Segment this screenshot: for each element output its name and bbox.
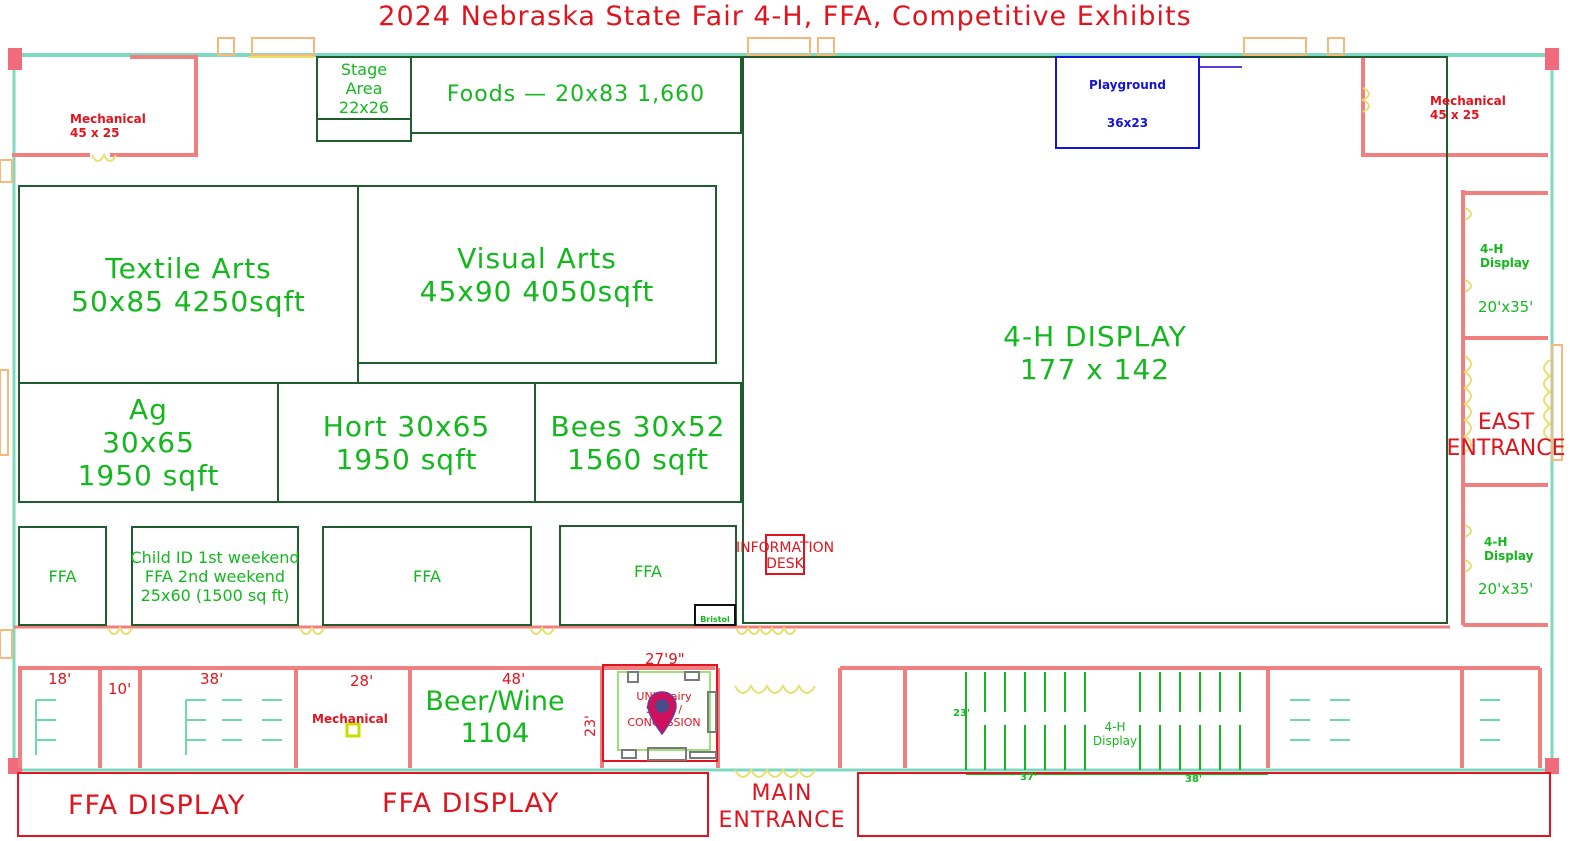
concession-height-dim: 23' [582, 715, 599, 737]
corridor-dim: 10' [108, 680, 132, 698]
mechanical-ne-label: Mechanical 45 x 25 [1430, 94, 1506, 122]
doors [91, 87, 1552, 778]
east-south-outline [857, 772, 1551, 837]
concession-equipment [621, 671, 717, 761]
concession-width-dim: 27'9" [645, 650, 685, 668]
ffa-display-2[interactable]: FFA DISPLAY [382, 788, 560, 819]
east-room-walls [1461, 190, 1548, 627]
east-entrance-label: EAST ENTRANCE [1446, 410, 1566, 461]
mechanical-unit-icon [345, 722, 361, 738]
ffa-display-1[interactable]: FFA DISPLAY [68, 790, 246, 821]
ag-booth[interactable]: Ag 30x65 1950 sqft [18, 382, 279, 503]
ffa-booth-3[interactable]: FFA [559, 525, 737, 626]
stage-area[interactable]: Stage Area 22x26 [316, 56, 412, 120]
fourh-south-height-dim: 23' [953, 708, 970, 719]
restroom-w-dim: 18' [48, 670, 72, 688]
playground-area[interactable]: Playground 36x23 [1055, 56, 1200, 149]
fourh-display-main-label: 4-H DISPLAY 177 x 142 [1003, 320, 1187, 386]
mechanical-s-dim: 28' [350, 672, 374, 690]
location-pin-icon[interactable] [646, 690, 678, 736]
beer-wine-area[interactable]: Beer/Wine 1104 [425, 686, 565, 749]
ffa-booth-1[interactable]: FFA [18, 526, 107, 626]
mechanical-s-label: Mechanical [312, 712, 388, 726]
restroom-stalls [35, 699, 1500, 755]
bristol-booth[interactable]: Bristol [694, 604, 736, 626]
fourh-south-dim-a: 37' [1020, 772, 1037, 783]
nw-mechanical-walls [12, 55, 198, 157]
information-desk[interactable] [765, 534, 805, 575]
ffa-booth-2[interactable]: FFA [322, 526, 532, 626]
east-display-1-size: 20'x35' [1478, 298, 1534, 316]
ne-mechanical-walls [1361, 57, 1548, 157]
north-vestibules [0, 37, 1563, 659]
hort-booth[interactable]: Hort 30x65 1950 sqft [277, 382, 536, 503]
fourh-south-dim-b: 38' [1185, 774, 1202, 785]
fourh-south-display-label: 4-H Display [1092, 720, 1138, 748]
visual-arts-booth[interactable]: Visual Arts 45x90 4050sqft [357, 185, 717, 364]
beer-wine-dim: 48' [502, 670, 526, 688]
east-display-1-label: 4-H Display [1480, 242, 1530, 270]
ffa-display-outline [17, 772, 709, 837]
east-display-2-label: 4-H Display [1484, 535, 1534, 563]
restroom-w2-dim: 38' [200, 670, 224, 688]
main-entrance-label[interactable]: MAIN ENTRANCE [718, 781, 846, 833]
stage-area-lower[interactable] [316, 118, 412, 142]
information-desk-label: INFORMATION DESK [736, 540, 835, 572]
bees-booth[interactable]: Bees 30x52 1560 sqft [534, 382, 742, 503]
map-title: 2024 Nebraska State Fair 4-H, FFA, Compe… [378, 1, 1192, 32]
foods-booth[interactable]: Foods — 20x83 1,660 [410, 56, 742, 134]
south-room-walls [18, 666, 1542, 768]
child-id-booth[interactable]: Child ID 1st weekend FFA 2nd weekend 25x… [130, 526, 300, 626]
mechanical-nw-label: Mechanical 45 x 25 [70, 112, 146, 140]
east-display-2-size: 20'x35' [1478, 580, 1534, 598]
textile-arts-booth[interactable]: Textile Arts 50x85 4250sqft [18, 185, 359, 384]
